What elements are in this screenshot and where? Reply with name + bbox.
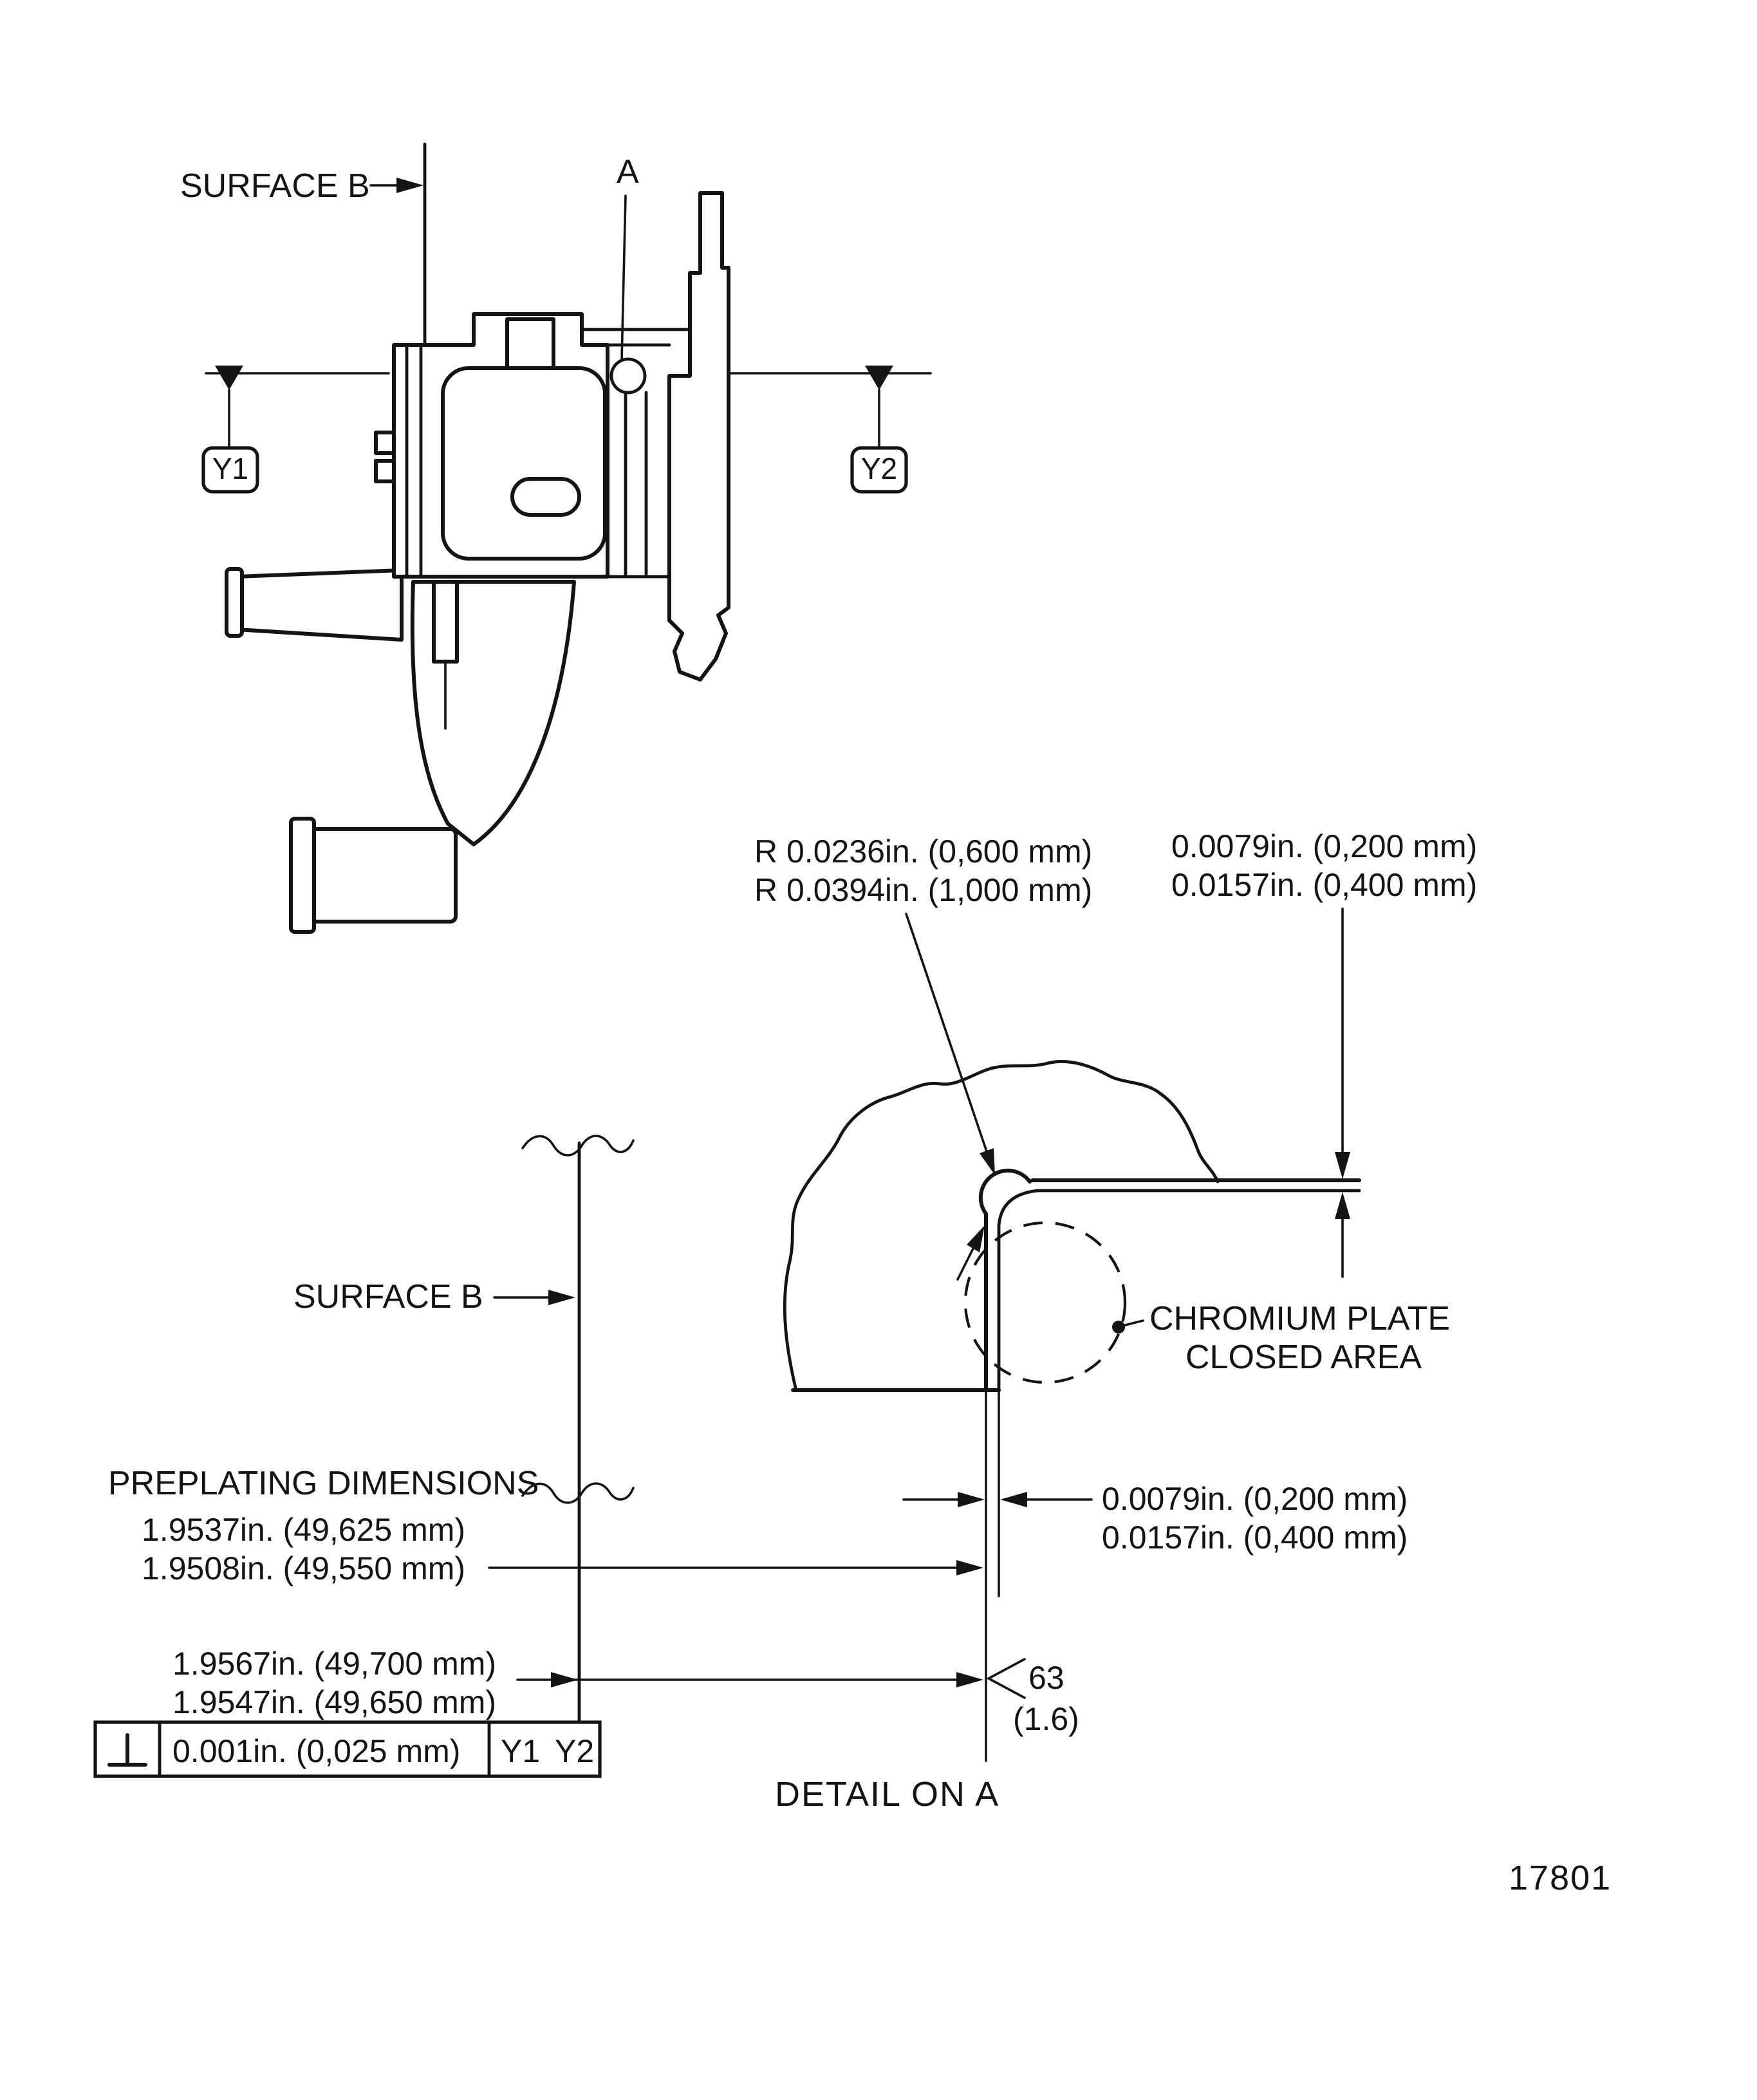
top-plating-arrow-up <box>1335 1192 1350 1219</box>
datum-target-right-icon <box>865 366 893 390</box>
detail-corner-edges <box>791 1168 1361 1762</box>
break-mark-middle <box>521 1482 635 1504</box>
top-plating-arrow-down <box>1335 1152 1350 1179</box>
surface-b-bottom-label: SURFACE B <box>293 1278 483 1315</box>
radius-leader <box>905 913 989 1155</box>
roughness-symbol-icon <box>986 1658 1026 1699</box>
feature-control-frame: 0.001in. (0,025 mm) Y1 Y2 <box>93 1720 602 1778</box>
side-plating-line2: 0.0157in. (0,400 mm) <box>1102 1519 1408 1556</box>
part-cavity <box>441 366 607 561</box>
radius-callout: R 0.0236in. (0,600 mm) R 0.0394in. (1,00… <box>754 833 1092 1281</box>
top-plating-callout: 0.0079in. (0,200 mm) 0.0157in. (0,400 mm… <box>1171 828 1477 1278</box>
detail-marker-label: A <box>617 153 639 190</box>
dim-a-line1: 1.9537in. (49,625 mm) <box>142 1512 465 1548</box>
side-plating-arrow-left <box>1000 1492 1027 1507</box>
part-corner-radius-a <box>609 357 647 395</box>
fcf-datum-2: Y2 <box>555 1733 594 1769</box>
part-boss-bore <box>505 317 555 375</box>
part-flange <box>667 191 730 682</box>
dimension-b: 1.9567in. (49,700 mm) 1.9547in. (49,650 … <box>172 1646 983 1720</box>
detail-corner-radius-lobe <box>978 1168 1032 1216</box>
side-plating-line1: 0.0079in. (0,200 mm) <box>1102 1481 1408 1517</box>
part-left-tab-1 <box>374 431 396 455</box>
part-bottom-tube <box>310 827 458 924</box>
surface-b-bottom-arrowhead <box>548 1290 575 1305</box>
chromium-note-line2: CLOSED AREA <box>1185 1339 1422 1376</box>
dim-b-line2: 1.9547in. (49,650 mm) <box>172 1684 496 1720</box>
datum-target-left-icon <box>215 366 243 390</box>
radius-leader-2 <box>956 1245 976 1281</box>
dimension-a: 1.9537in. (49,625 mm) 1.9508in. (49,550 … <box>142 1512 983 1586</box>
datum-right-box <box>850 446 908 494</box>
surface-roughness: 63 (1.6) <box>986 1658 1079 1737</box>
top-plating-line1: 0.0079in. (0,200 mm) <box>1171 828 1477 864</box>
detail-top-surface-inner <box>997 1189 1361 1392</box>
part-cross-section <box>225 191 730 934</box>
preplating-title: PREPLATING DIMENSIONS <box>108 1465 539 1502</box>
figure-number: 17801 <box>1509 1859 1612 1897</box>
part-slot <box>510 477 581 517</box>
preplating-view: SURFACE B PREPLATING DIMENSIONS 1.9537in… <box>93 1135 983 1778</box>
dim-a-line2: 1.9508in. (49,550 mm) <box>142 1550 465 1586</box>
surface-b-callout-bottom: SURFACE B <box>293 1278 575 1315</box>
datum-annotations: Y1 Y2 <box>201 366 932 494</box>
chromium-area-circle <box>963 1221 1127 1384</box>
top-plating-line2: 0.0157in. (0,400 mm) <box>1171 867 1477 903</box>
radius-note-line1: R 0.0236in. (0,600 mm) <box>754 833 1092 869</box>
section-view: SURFACE B A Y1 Y2 <box>180 142 932 934</box>
datum-left-label: Y1 <box>212 452 248 485</box>
dim-b-line1: 1.9567in. (49,700 mm) <box>172 1646 496 1682</box>
radius-arrowhead-2 <box>967 1225 985 1252</box>
side-plating-arrow-right <box>958 1492 985 1507</box>
chromium-leader <box>1121 1319 1144 1327</box>
part-tube-end-cap <box>289 817 316 934</box>
detail-view: CHROMIUM PLATE CLOSED AREA R 0.0236in. (… <box>754 828 1477 1814</box>
radius-arrowhead <box>980 1148 995 1175</box>
radius-note-line2: R 0.0394in. (1,000 mm) <box>754 872 1092 908</box>
surface-b-top-label: SURFACE B <box>180 167 370 205</box>
dim-b-arrowhead-right <box>956 1672 983 1687</box>
datum-right-label: Y2 <box>861 452 897 485</box>
fcf-frame <box>93 1720 602 1778</box>
break-mark-top <box>521 1135 635 1157</box>
detail-break-outline <box>783 1060 1220 1389</box>
dim-b-arrowhead-left <box>551 1672 578 1687</box>
chromium-closed-area: CHROMIUM PLATE CLOSED AREA <box>963 1221 1450 1384</box>
detail-marker-leader <box>620 194 627 362</box>
datum-left-box <box>201 446 259 494</box>
side-plating-callout: 0.0079in. (0,200 mm) 0.0157in. (0,400 mm… <box>902 1481 1408 1556</box>
part-stub <box>432 580 459 664</box>
part-left-tab-2 <box>374 459 396 483</box>
detail-caption: DETAIL ON A <box>775 1775 999 1814</box>
chromium-note-line1: CHROMIUM PLATE <box>1149 1300 1450 1337</box>
part-left-arm-cap <box>225 567 244 638</box>
part-left-arm <box>235 568 404 642</box>
fcf-datum-1: Y1 <box>501 1733 540 1769</box>
chromium-leader-dot <box>1112 1321 1125 1333</box>
surface-b-top-arrowhead <box>396 178 423 193</box>
detail-a-callout: A <box>617 153 639 362</box>
dim-a-arrowhead <box>956 1560 983 1575</box>
roughness-value: 63 <box>1028 1660 1064 1696</box>
roughness-metric: (1.6) <box>1013 1701 1079 1737</box>
perpendicularity-icon <box>107 1733 147 1767</box>
fcf-tolerance: 0.001in. (0,025 mm) <box>172 1733 460 1769</box>
surface-b-callout-top: SURFACE B <box>180 142 427 347</box>
